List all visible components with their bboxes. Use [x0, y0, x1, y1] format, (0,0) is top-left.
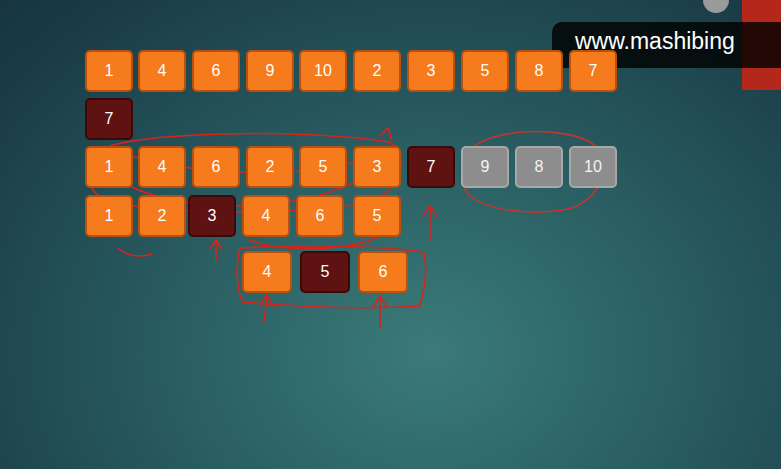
- cell-value: 3: [373, 158, 382, 176]
- array-cell: 7: [407, 146, 455, 188]
- cell-value: 10: [314, 62, 332, 80]
- cell-value: 6: [212, 62, 221, 80]
- cell-value: 8: [535, 158, 544, 176]
- cell-value: 5: [373, 207, 382, 225]
- cell-value: 3: [208, 207, 217, 225]
- array-cell: 7: [85, 98, 133, 140]
- array-cell: 4: [242, 251, 292, 293]
- array-cell: 2: [138, 195, 186, 237]
- array-cell: 1: [85, 146, 133, 188]
- array-cell: 4: [138, 50, 186, 92]
- array-cell: 3: [407, 50, 455, 92]
- cell-value: 9: [266, 62, 275, 80]
- arrow-mark: [423, 206, 437, 240]
- cell-value: 6: [212, 158, 221, 176]
- array-cell: 6: [192, 50, 240, 92]
- cell-value: 4: [263, 263, 272, 281]
- cell-value: 1: [105, 158, 114, 176]
- array-cell: 1: [85, 195, 133, 237]
- cell-value: 7: [427, 158, 436, 176]
- array-cell: 4: [138, 146, 186, 188]
- cell-value: 10: [584, 158, 602, 176]
- array-cell: 2: [353, 50, 401, 92]
- array-cell: 5: [300, 251, 350, 293]
- array-cell: 5: [461, 50, 509, 92]
- watermark-text: www.mashibing: [575, 28, 735, 55]
- cell-value: 9: [481, 158, 490, 176]
- array-cell: 10: [569, 146, 617, 188]
- array-cell: 9: [461, 146, 509, 188]
- array-cell: 2: [246, 146, 294, 188]
- cell-value: 7: [589, 62, 598, 80]
- hand-annotations: [88, 128, 603, 328]
- cell-value: 7: [105, 110, 114, 128]
- arrow-mark: [373, 296, 387, 328]
- cell-value: 8: [535, 62, 544, 80]
- cell-value: 6: [316, 207, 325, 225]
- array-cell: 6: [192, 146, 240, 188]
- array-cell: 5: [353, 195, 401, 237]
- array-cell: 8: [515, 146, 563, 188]
- array-cell: 7: [569, 50, 617, 92]
- cell-value: 4: [158, 62, 167, 80]
- cell-value: 4: [158, 158, 167, 176]
- array-cell: 10: [299, 50, 347, 92]
- array-cell: 6: [358, 251, 408, 293]
- cell-value: 5: [481, 62, 490, 80]
- array-cell: 3: [188, 195, 236, 237]
- array-cell: 6: [296, 195, 344, 237]
- array-cell: 5: [299, 146, 347, 188]
- array-cell: 3: [353, 146, 401, 188]
- array-cell: 9: [246, 50, 294, 92]
- cell-value: 2: [266, 158, 275, 176]
- cell-value: 5: [321, 263, 330, 281]
- cell-value: 1: [105, 207, 114, 225]
- arrow-mark: [210, 240, 222, 260]
- cell-value: 4: [262, 207, 271, 225]
- underline-mark: [118, 248, 152, 256]
- array-cell: 4: [242, 195, 290, 237]
- cell-value: 6: [379, 263, 388, 281]
- cell-value: 1: [105, 62, 114, 80]
- cell-value: 5: [319, 158, 328, 176]
- cell-value: 3: [427, 62, 436, 80]
- cell-value: 2: [158, 207, 167, 225]
- array-cell: 8: [515, 50, 563, 92]
- array-cell: 1: [85, 50, 133, 92]
- tick-mark: [380, 128, 392, 140]
- avatar-icon: [703, 0, 729, 13]
- cell-value: 2: [373, 62, 382, 80]
- arrow-mark: [259, 295, 273, 322]
